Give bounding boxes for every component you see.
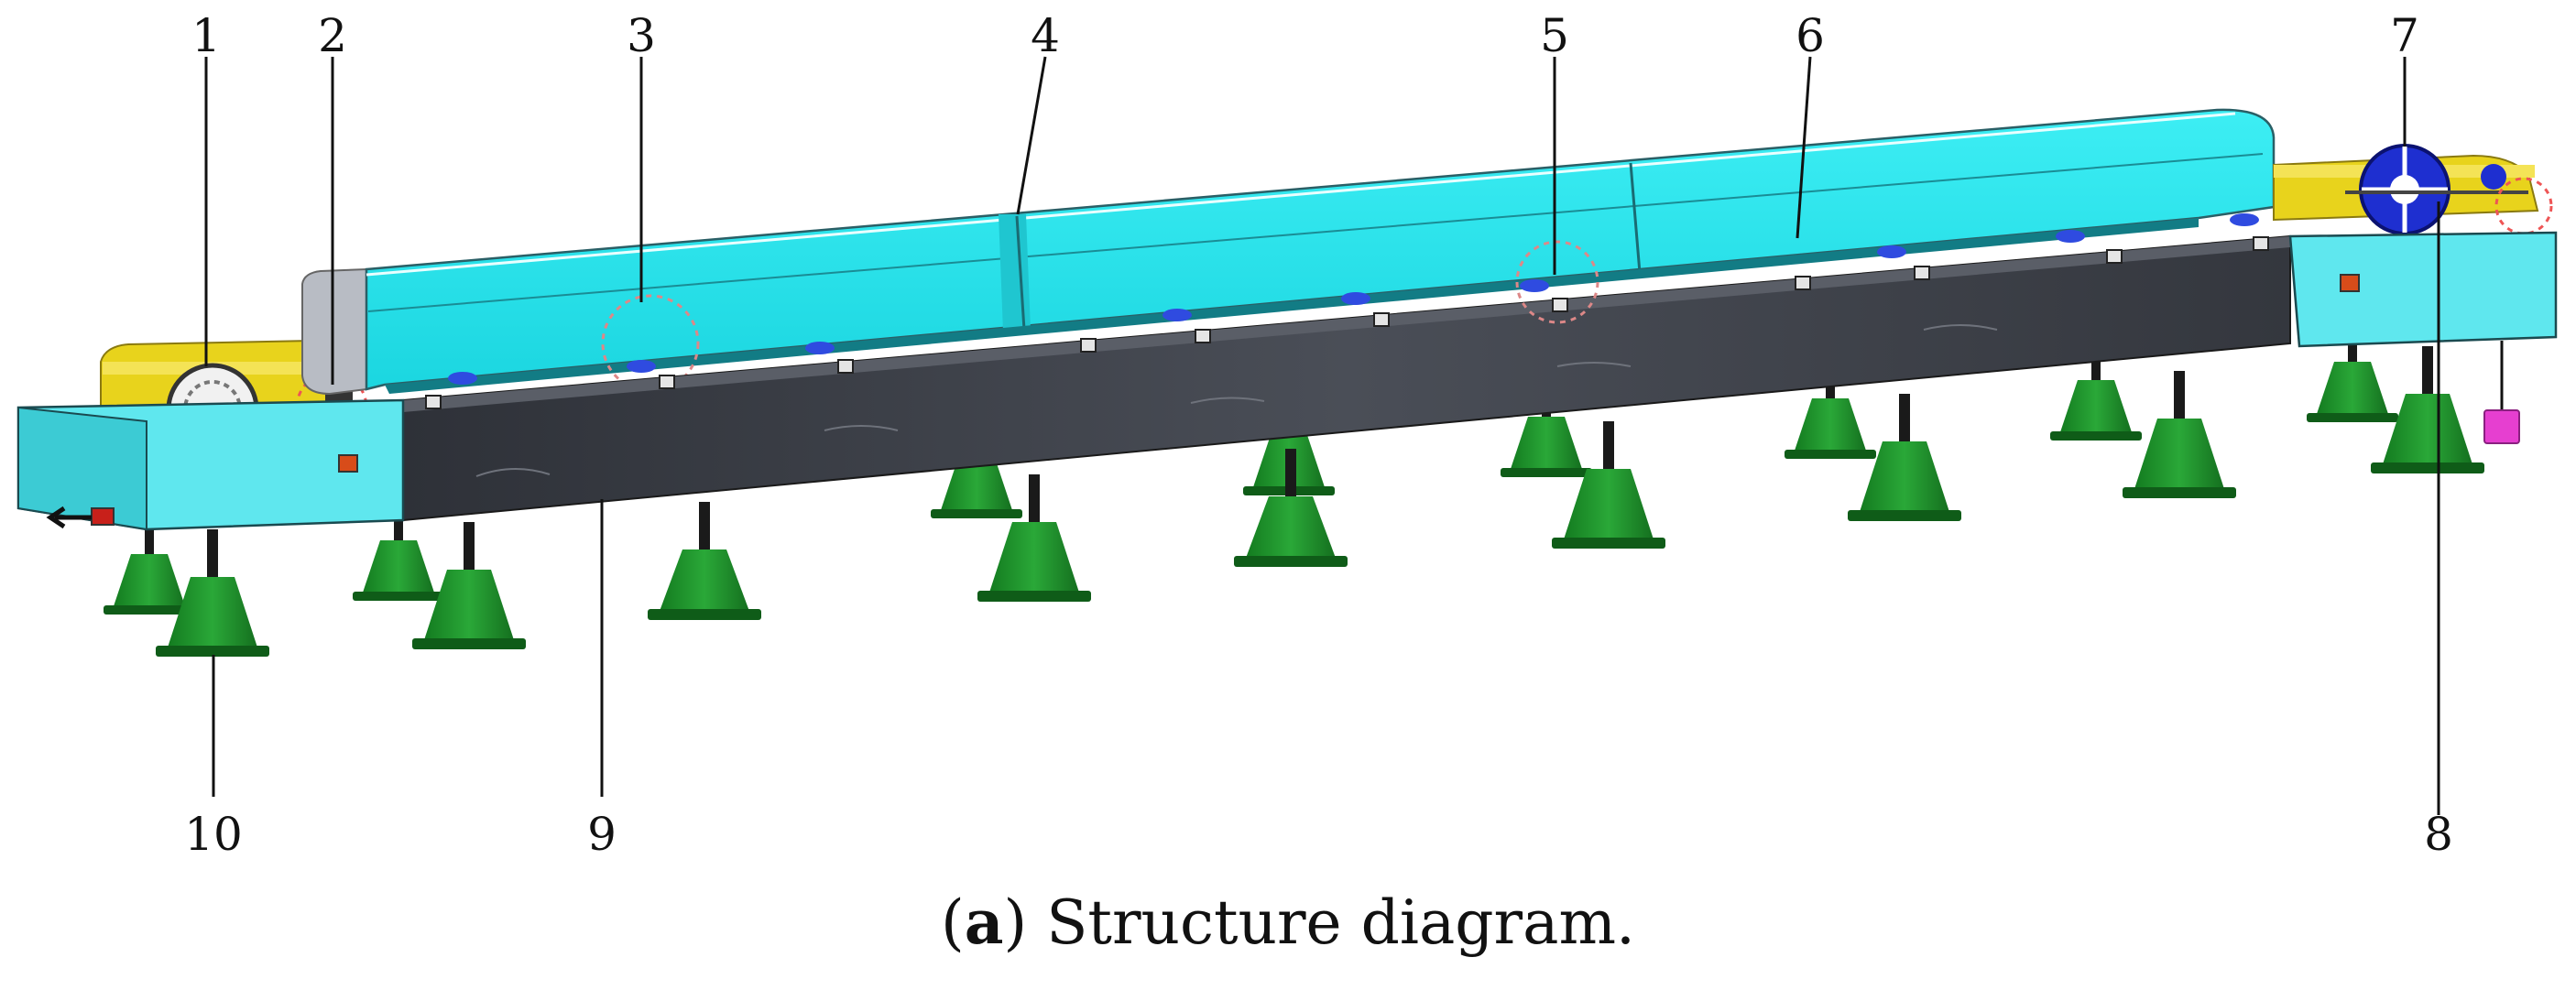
support-feet-front: [156, 346, 2484, 657]
support-foot: [648, 502, 761, 620]
callout-9: 9: [587, 808, 617, 861]
callout-6: 6: [1796, 9, 1825, 62]
support-foot: [1848, 394, 1961, 521]
left-end-box: [16, 398, 405, 531]
support-foot: [2123, 371, 2236, 498]
callout-10: 10: [184, 808, 243, 861]
main-frame-rail: [402, 234, 2291, 522]
support-foot: [2371, 346, 2484, 473]
leader-lines: [204, 56, 2440, 815]
figure-caption: (a) Structure diagram.: [940, 887, 1636, 958]
callout-7: 7: [2390, 9, 2419, 62]
support-foot: [2307, 321, 2398, 422]
support-foot: [1552, 421, 1665, 549]
callout-1: 1: [191, 9, 221, 62]
support-foot: [977, 474, 1091, 602]
callout-2: 2: [318, 9, 347, 62]
support-foot: [156, 529, 269, 657]
caption-label: a: [964, 887, 1004, 958]
sensor-markers: [448, 213, 2259, 385]
support-foot: [1234, 449, 1348, 567]
support-foot: [353, 499, 444, 601]
callout-5: 5: [1540, 9, 1569, 62]
callout-4: 4: [1031, 9, 1060, 62]
right-drive-assembly: [2273, 144, 2553, 235]
protective-cover: [301, 108, 2276, 396]
callout-labels: 1 2 3 4 5 6 7 8 9 10: [184, 9, 2453, 861]
support-foot: [104, 513, 195, 615]
callout-3: 3: [627, 9, 656, 62]
callout-8: 8: [2424, 808, 2453, 861]
support-foot: [412, 522, 526, 649]
right-end-box: [2288, 231, 2558, 444]
caption-text: Structure diagram.: [1027, 887, 1636, 958]
counterweight: [2483, 409, 2520, 444]
